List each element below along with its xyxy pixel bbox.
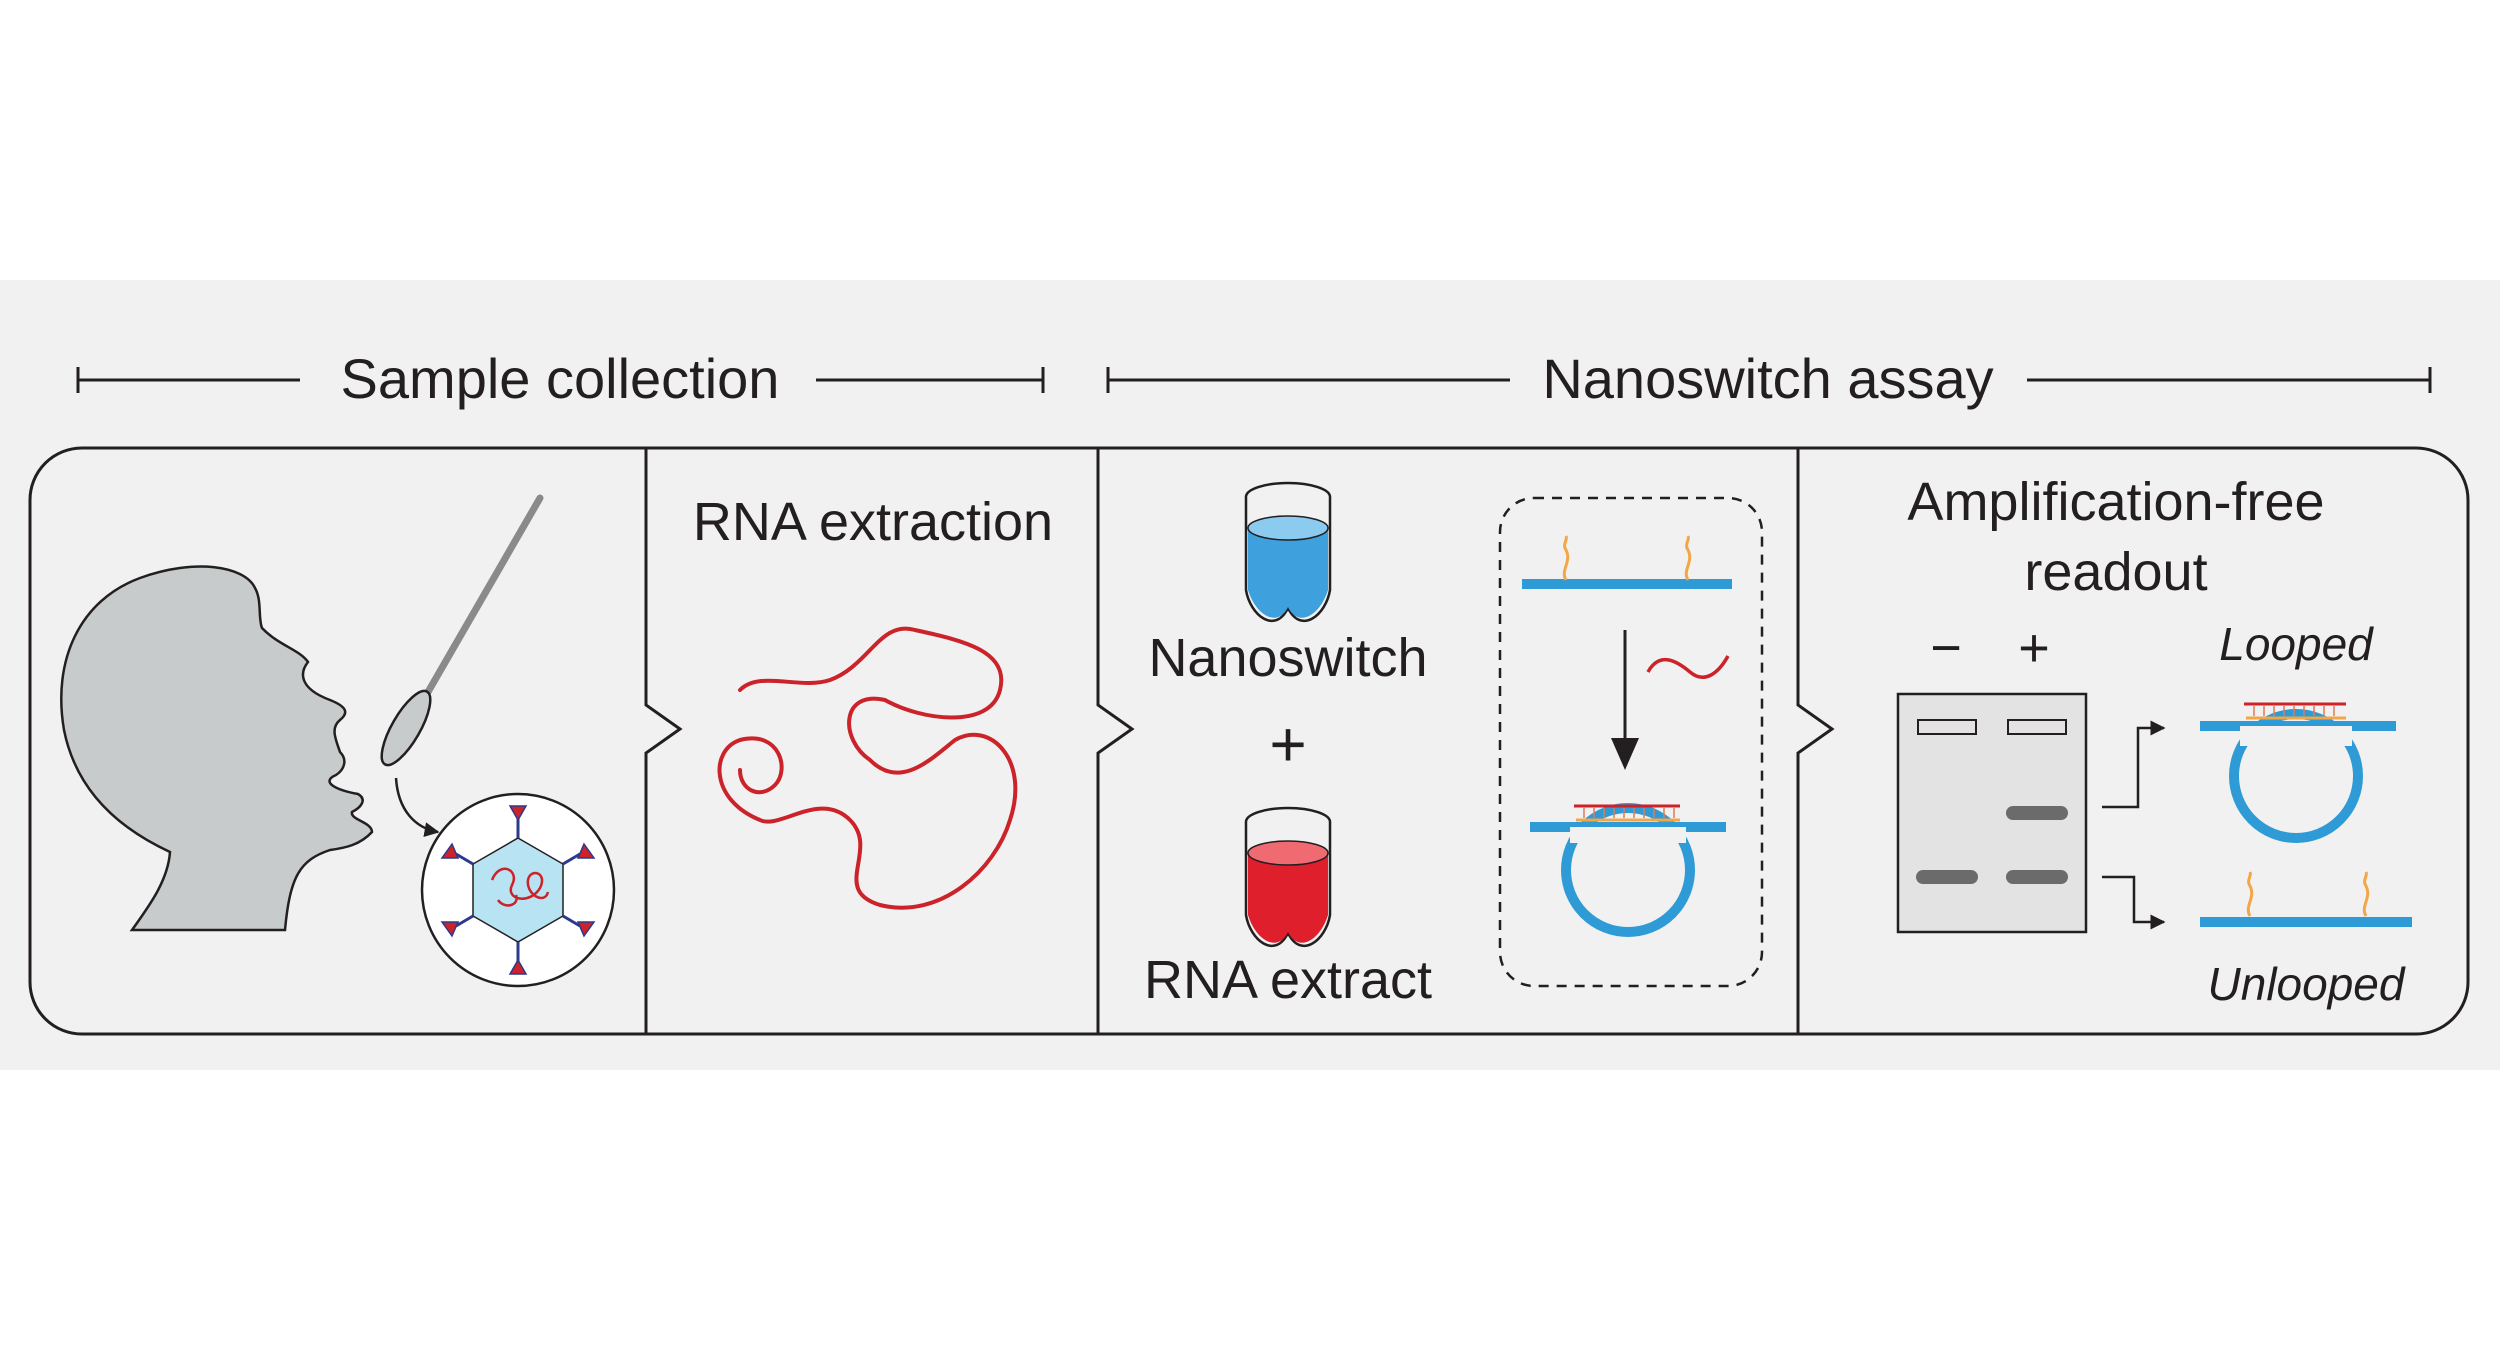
band-plus-unlooped xyxy=(2006,870,2068,884)
readout-title-line1: Amplification-free xyxy=(1907,472,2324,532)
header-nanoswitch-assay: Nanoswitch assay xyxy=(1106,347,2432,410)
nanoswitch-label: Nanoswitch xyxy=(1148,628,1427,688)
nanoswitch-tube-icon xyxy=(1244,481,1332,622)
connector-unlooped xyxy=(2102,875,2166,930)
divider-1 xyxy=(644,448,683,1034)
mechanism-box xyxy=(1498,496,1764,988)
rna-extract-tube-icon xyxy=(1244,806,1332,947)
divider-3 xyxy=(1796,448,1835,1034)
sample-collection-heading: Sample collection xyxy=(341,347,780,410)
head-profile-icon xyxy=(60,565,374,932)
swab-icon xyxy=(380,494,544,838)
well-plus xyxy=(2007,719,2067,735)
binding-arrow-head xyxy=(1611,738,1639,770)
band-background xyxy=(0,280,2500,1070)
unbound-nanoswitch-icon xyxy=(1522,535,1732,589)
connector-looped xyxy=(2102,720,2166,809)
unlooped-label: Unlooped xyxy=(2208,958,2406,1010)
header-sample-collection: Sample collection xyxy=(76,347,1045,410)
well-minus xyxy=(1917,719,1977,735)
readout-unlooped-nanoswitch-icon xyxy=(2200,871,2412,927)
plus-sign: + xyxy=(1269,708,1306,780)
looped-nanoswitch-icon xyxy=(1530,803,1726,937)
nanoswitch-assay-heading: Nanoswitch assay xyxy=(1542,347,1993,410)
readout-looped-nanoswitch-icon xyxy=(2200,702,2396,843)
panel-frame xyxy=(28,446,2470,1036)
lane-plus-label: + xyxy=(2018,618,2050,678)
looped-label: Looped xyxy=(2219,618,2374,670)
gel-electrophoresis-icon xyxy=(1896,692,2088,934)
rna-extract-label: RNA extract xyxy=(1144,950,1432,1010)
virus-particle-icon xyxy=(420,792,616,988)
rna-extraction-title: RNA extraction xyxy=(693,492,1053,552)
band-plus-looped xyxy=(2006,806,2068,820)
divider-2 xyxy=(1096,448,1135,1034)
lane-minus-label: − xyxy=(1930,618,1962,678)
rna-strand-icon xyxy=(717,626,1018,910)
band-minus-unlooped xyxy=(1916,870,1978,884)
readout-title-line2: readout xyxy=(2024,542,2207,602)
target-rna-icon xyxy=(1646,655,1730,679)
